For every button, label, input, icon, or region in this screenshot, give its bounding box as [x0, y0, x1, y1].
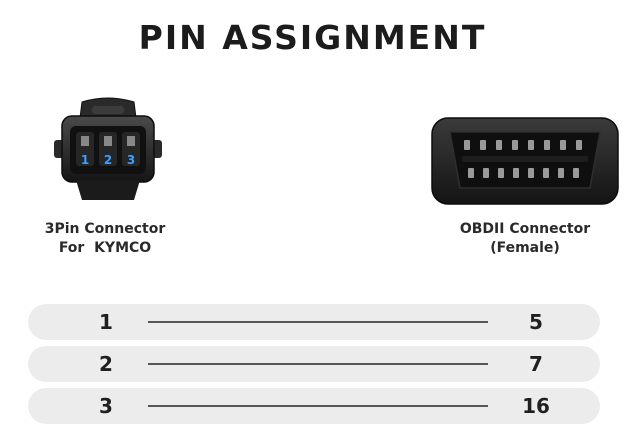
kymco-pin-number: 1 — [99, 310, 113, 334]
obdii-pin-number: 16 — [522, 394, 550, 418]
connection-line — [148, 363, 488, 365]
kymco-caption-line1: 3Pin Connector — [44, 221, 166, 237]
kymco-pin-label-1: 1 — [81, 153, 89, 167]
page-title: PIN ASSIGNMENT — [138, 18, 487, 57]
pin-mapping-row: 2 7 — [28, 346, 600, 382]
obdii-caption-line2: (Female) — [490, 240, 560, 256]
kymco-connector-caption: 3Pin Connector For KYMCO — [20, 220, 190, 258]
kymco-pin-number: 2 — [99, 352, 113, 376]
pin-mapping-table: 1 5 2 7 3 16 — [28, 304, 600, 430]
pin-mapping-row: 3 16 — [28, 388, 600, 424]
connection-line — [148, 321, 488, 323]
obdii-connector-caption: OBDII Connector (Female) — [430, 220, 620, 258]
obdii-pin-number: 5 — [529, 310, 543, 334]
kymco-pin-label-3: 3 — [127, 153, 135, 167]
pin-mapping-row: 1 5 — [28, 304, 600, 340]
obdii-female-connector-icon — [431, 117, 619, 205]
obdii-caption-line1: OBDII Connector — [459, 221, 591, 237]
obdii-pin-number: 7 — [529, 352, 543, 376]
kymco-caption-line2: For KYMCO — [58, 240, 152, 256]
kymco-pin-label-2: 2 — [104, 153, 112, 167]
kymco-pin-number: 3 — [99, 394, 113, 418]
kymco-3pin-connector-icon: 1 2 3 — [54, 97, 162, 200]
connection-line — [148, 405, 488, 407]
